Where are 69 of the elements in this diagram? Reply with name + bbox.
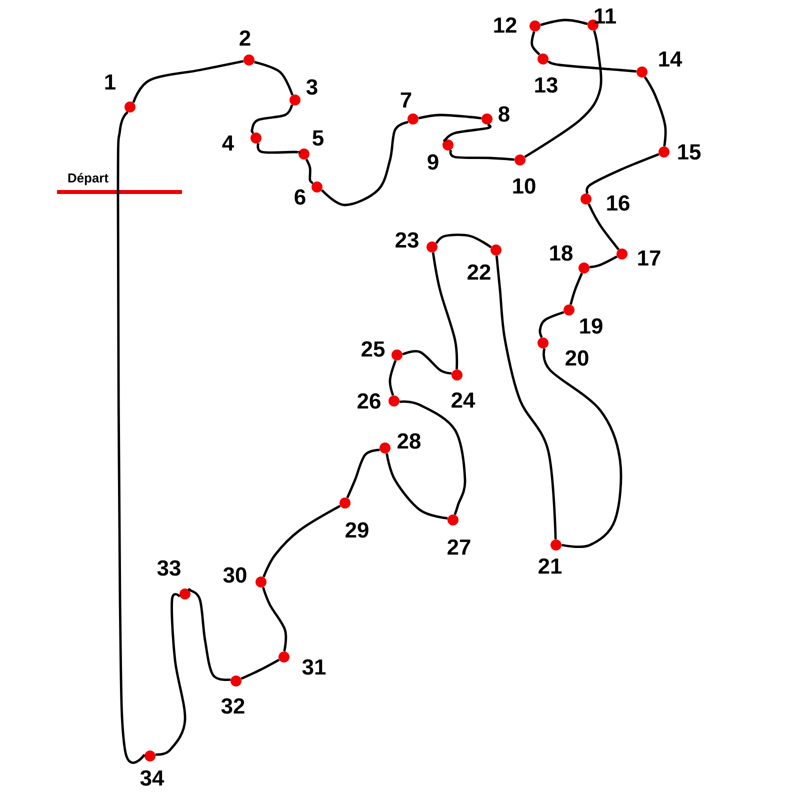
track-segment — [155, 593, 186, 756]
corner-number: 26 — [358, 393, 380, 409]
track-segment — [188, 588, 231, 682]
corner-number: 8 — [498, 106, 510, 122]
corner-number: 24 — [452, 392, 476, 408]
track-segment — [388, 360, 397, 396]
corner-number: 2 — [240, 30, 250, 46]
track-segment — [542, 348, 622, 548]
track-segment — [588, 203, 620, 250]
track-segment — [240, 658, 280, 680]
corner-number: 21 — [538, 558, 562, 574]
track-segment — [449, 150, 514, 161]
corner-number: 14 — [659, 51, 682, 67]
track-segment — [262, 586, 288, 652]
track-segment — [116, 111, 146, 764]
track-segment — [590, 256, 618, 268]
track-segment — [254, 60, 294, 96]
corner-number: 25 — [362, 341, 385, 357]
corner-number: 10 — [513, 178, 536, 194]
track-segment — [132, 60, 244, 103]
corner-number: 20 — [566, 350, 588, 366]
track-segment — [346, 448, 380, 498]
track-segment — [444, 124, 492, 142]
corner-number: 4 — [222, 135, 234, 151]
corner-number: 15 — [678, 144, 701, 160]
corner-number: 5 — [312, 130, 324, 146]
corner-number: 12 — [494, 17, 516, 33]
track-segment — [495, 256, 557, 540]
track-segment — [432, 252, 458, 370]
corner-number: 23 — [396, 232, 418, 248]
track-segment — [418, 114, 482, 120]
corner-number: 16 — [607, 195, 630, 211]
track-segment — [256, 142, 300, 154]
track-segment — [400, 400, 466, 516]
corner-number: 28 — [398, 433, 421, 449]
track-segment — [644, 76, 667, 146]
corner-number: 17 — [638, 250, 660, 266]
corner-number: 27 — [448, 539, 470, 555]
corner-number: 6 — [294, 189, 306, 205]
corner-number: 34 — [140, 770, 164, 786]
track-segment — [305, 158, 314, 184]
corner-number: 19 — [580, 318, 602, 334]
track-segment — [386, 453, 448, 520]
corner-number: 7 — [400, 92, 412, 108]
track-segment — [262, 504, 341, 578]
corner-number: 9 — [428, 154, 438, 170]
corner-number: 30 — [223, 567, 246, 583]
corner-number: 29 — [346, 522, 368, 538]
corner-number: 31 — [302, 659, 326, 675]
corner-number: 13 — [535, 77, 558, 93]
corner-number: 33 — [157, 560, 180, 576]
track-segment — [435, 234, 492, 248]
corner-number: 3 — [306, 79, 318, 95]
track-segment — [547, 60, 636, 73]
corner-number: 18 — [550, 245, 573, 261]
track-segment — [586, 153, 660, 194]
track-segment — [538, 311, 564, 338]
track-segment — [320, 120, 408, 206]
track-segment — [530, 31, 540, 56]
track-segment — [570, 272, 583, 305]
track-segment — [402, 350, 452, 375]
track-segment — [524, 30, 602, 158]
corner-number: 32 — [221, 698, 244, 714]
corner-number: 1 — [105, 74, 116, 90]
track-segment — [250, 104, 294, 134]
track-segment — [540, 18, 588, 26]
corner-number: 11 — [594, 8, 616, 24]
start-label: Départ — [68, 172, 108, 186]
corner-number: 22 — [468, 264, 490, 280]
